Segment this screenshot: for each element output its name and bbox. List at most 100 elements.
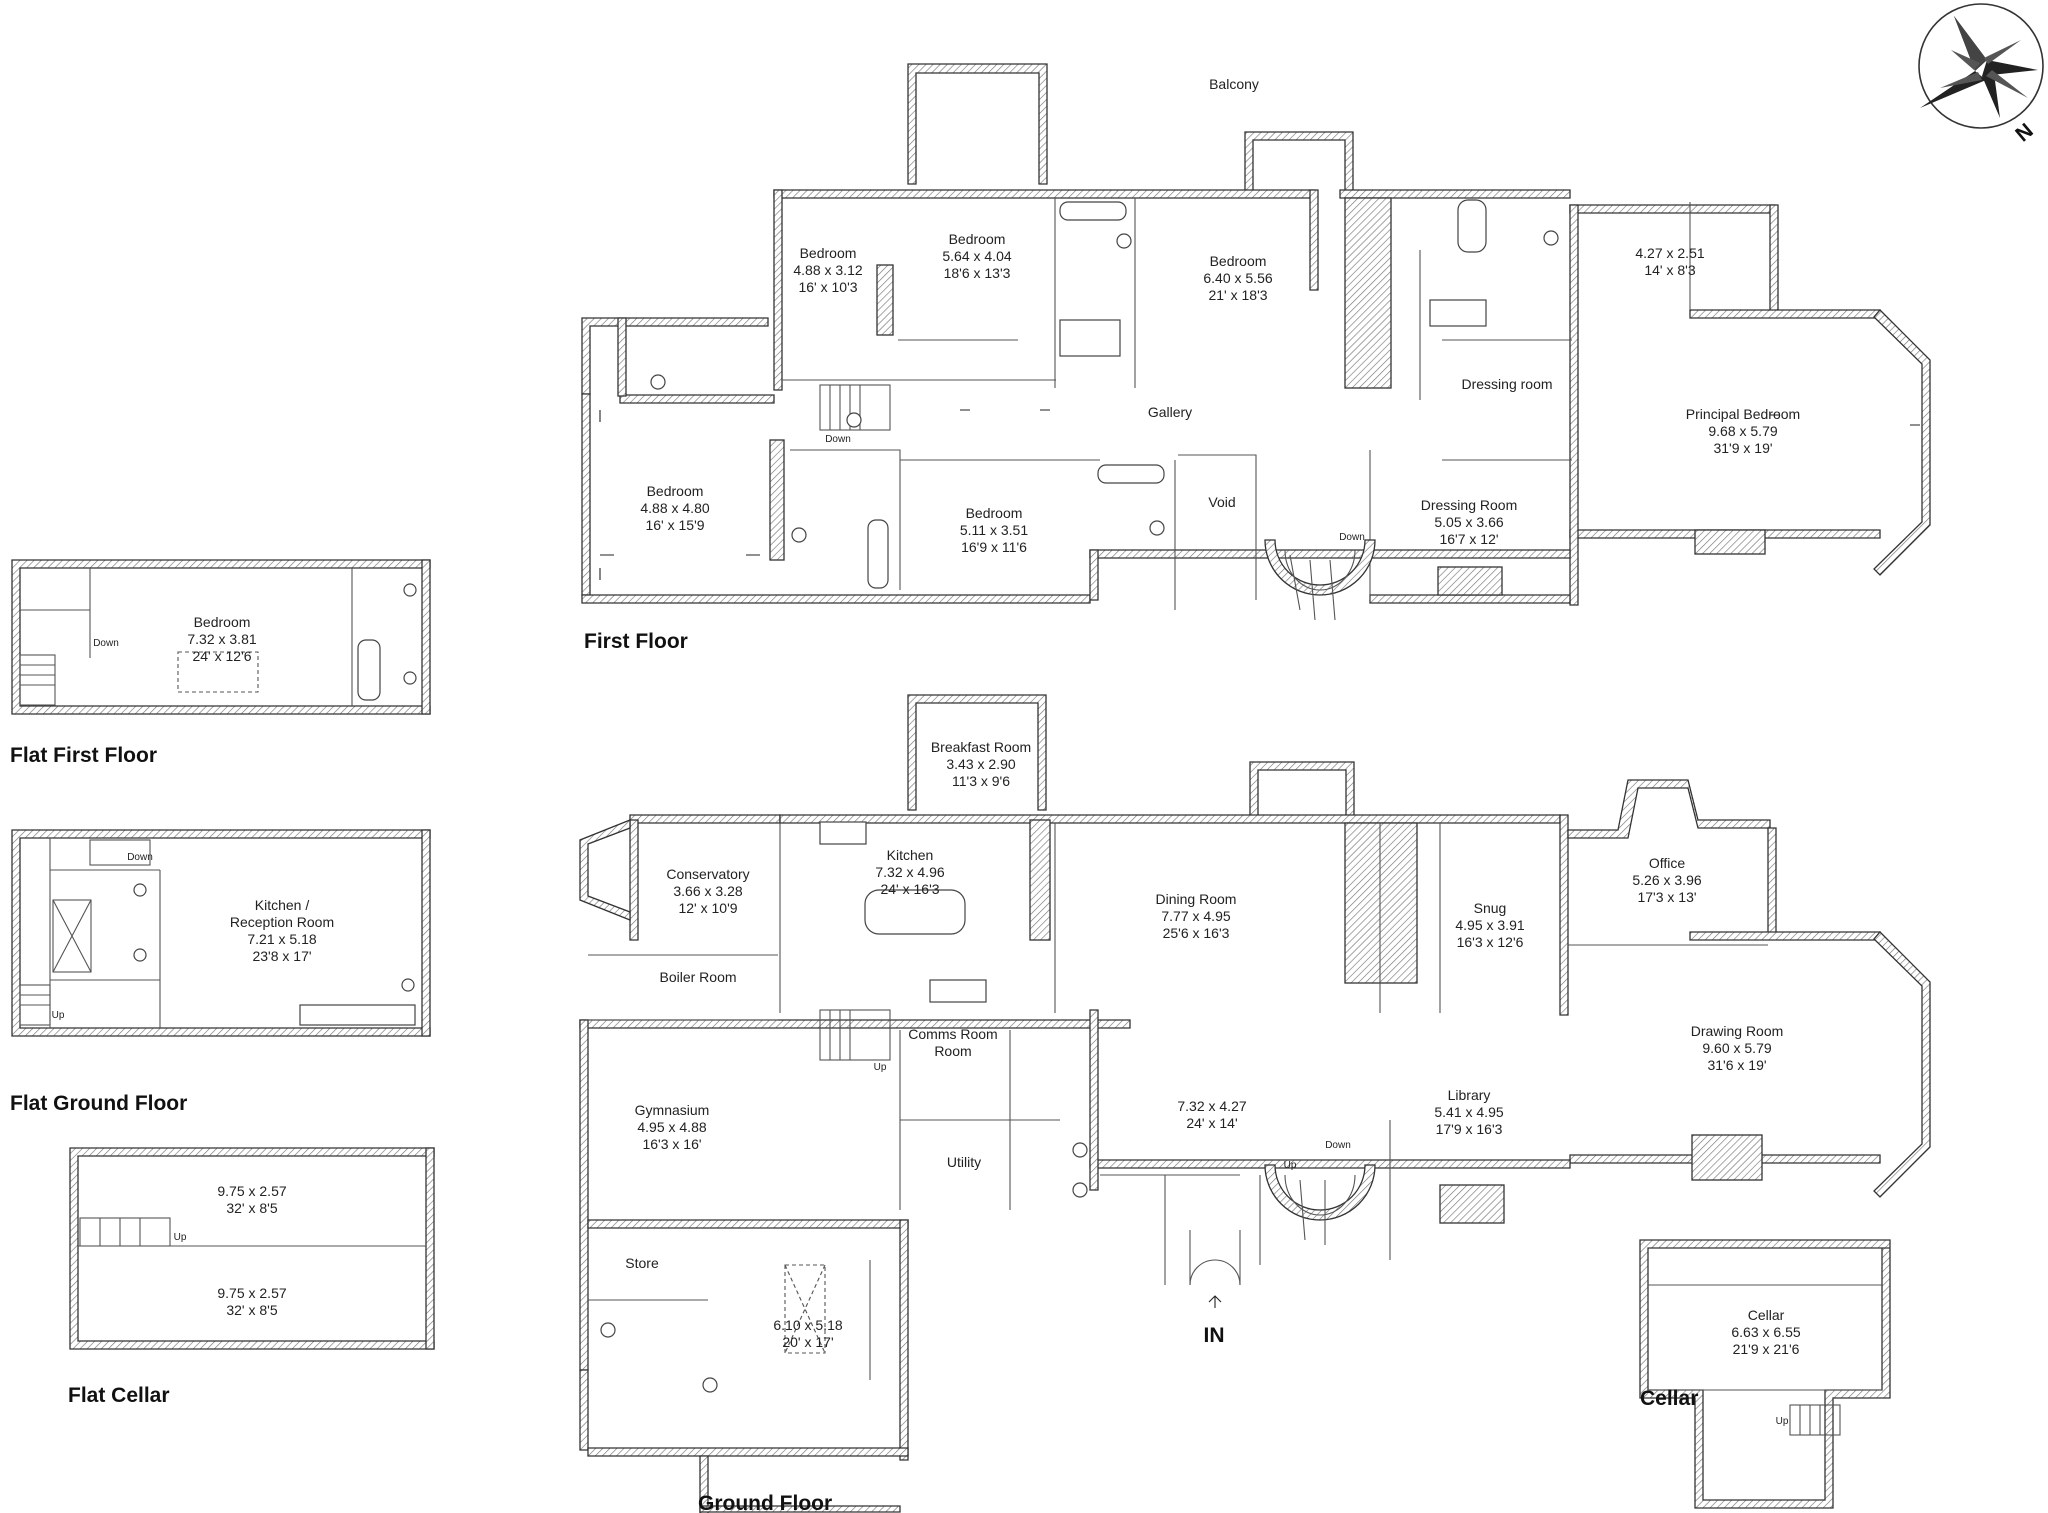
compass-rose-icon: N [1918, 3, 2044, 146]
room-garage-metric: 6.10 x 5.18 [773, 1317, 842, 1333]
flat-cellar-heading: Flat Cellar [68, 1384, 170, 1407]
flat-first-bedroom-metric: 7.32 x 3.81 [187, 631, 256, 647]
room-comms-label-2: Room [934, 1043, 971, 1059]
spiral-stair-down-note: Down [1339, 532, 1365, 543]
flat-ground-floor-plan [11, 829, 431, 1037]
room-kitchen-name: Kitchen [887, 847, 934, 863]
room-bedroom-2-imperial: 18'6 x 13'3 [944, 265, 1011, 281]
flat-cellar-room2-imperial: 32' x 8'5 [226, 1302, 277, 1318]
room-comms-label: Comms Room [908, 1026, 997, 1042]
spiral-stair-icon [1264, 1164, 1376, 1245]
room-dining-name: Dining Room [1156, 891, 1237, 907]
flat-first-bedroom-imperial: 24' x 12'6 [192, 648, 251, 664]
flat-ground-up-note: Up [52, 1010, 65, 1021]
room-conservatory-metric: 3.66 x 3.28 [673, 883, 742, 899]
spiral-stair-down-note-ground: Down [1325, 1140, 1351, 1151]
room-hall-imperial: 24' x 14' [1186, 1115, 1237, 1131]
flat-ground-room-name-2: Reception Room [230, 914, 334, 930]
room-closet-imperial: 14' x 8'3 [1644, 262, 1695, 278]
flat-first-bedroom-name: Bedroom [194, 614, 251, 630]
cellar-imperial: 21'9 x 21'6 [1733, 1341, 1800, 1357]
room-bedroom-2-name: Bedroom [949, 231, 1006, 247]
flat-cellar-room2-metric: 9.75 x 2.57 [217, 1285, 286, 1301]
flat-cellar-up-note: Up [174, 1232, 187, 1243]
flat-ground-room-imperial: 23'8 x 17' [252, 948, 311, 964]
room-gymnasium-metric: 4.95 x 4.88 [637, 1119, 706, 1135]
room-void-label: Void [1208, 494, 1235, 510]
room-bedroom-1-metric: 4.88 x 3.12 [793, 262, 862, 278]
room-principal-bedroom-imperial: 31'9 x 19' [1713, 440, 1772, 456]
room-breakfast-name: Breakfast Room [931, 739, 1031, 755]
room-gymnasium-imperial: 16'3 x 16' [642, 1136, 701, 1152]
cellar-plan [1639, 1239, 1891, 1509]
room-dressing-room-2-name: Dressing Room [1421, 497, 1517, 513]
room-library-name: Library [1448, 1087, 1491, 1103]
room-conservatory-name: Conservatory [666, 866, 749, 882]
room-library-metric: 5.41 x 4.95 [1434, 1104, 1503, 1120]
room-office-name: Office [1649, 855, 1686, 871]
room-bedroom-3-imperial: 21' x 18'3 [1208, 287, 1267, 303]
room-dressing-room-2-metric: 5.05 x 3.66 [1434, 514, 1503, 530]
room-breakfast-metric: 3.43 x 2.90 [946, 756, 1015, 772]
room-bedroom-2-metric: 5.64 x 4.04 [942, 248, 1011, 264]
room-conservatory-imperial: 12' x 10'9 [678, 900, 737, 916]
cellar-metric: 6.63 x 6.55 [1731, 1324, 1800, 1340]
first-floor-heading: First Floor [584, 630, 688, 653]
room-bedroom-5-imperial: 16'9 x 11'6 [961, 539, 1027, 555]
flat-cellar-room1-metric: 9.75 x 2.57 [217, 1183, 286, 1199]
entrance-arrow-icon [1208, 1295, 1222, 1308]
room-dressing-room-2-imperial: 16'7 x 12' [1439, 531, 1498, 547]
ground-stair-up-note: Up [874, 1062, 887, 1073]
room-balcony-label: Balcony [1209, 76, 1259, 92]
room-bedroom-4-metric: 4.88 x 4.80 [640, 500, 709, 516]
flat-cellar-plan [69, 1147, 435, 1350]
stair-down-note: Down [825, 434, 851, 445]
room-snug-metric: 4.95 x 3.91 [1455, 917, 1524, 933]
ground-floor-heading: Ground Floor [698, 1492, 832, 1513]
flat-ground-down-note: Down [127, 852, 153, 863]
room-drawing-name: Drawing Room [1691, 1023, 1784, 1039]
room-principal-bedroom-name: Principal Bedroom [1686, 406, 1800, 422]
flat-ground-floor-heading: Flat Ground Floor [10, 1092, 187, 1115]
room-dining-metric: 7.77 x 4.95 [1161, 908, 1230, 924]
flat-ground-room-name: Kitchen / [255, 897, 310, 913]
room-principal-bedroom-metric: 9.68 x 5.79 [1708, 423, 1777, 439]
spiral-stair-icon [1264, 539, 1376, 621]
room-bedroom-3-name: Bedroom [1210, 253, 1267, 269]
cellar-name: Cellar [1748, 1307, 1785, 1323]
room-kitchen-metric: 7.32 x 4.96 [875, 864, 944, 880]
room-garage-imperial: 20' x 17' [782, 1334, 833, 1350]
spiral-stair-up-note: Up [1284, 1160, 1297, 1171]
room-breakfast-imperial: 11'3 x 9'6 [952, 773, 1010, 789]
entrance-label: IN [1204, 1324, 1225, 1347]
room-utility-label: Utility [947, 1154, 981, 1170]
room-drawing-imperial: 31'6 x 19' [1707, 1057, 1766, 1073]
room-snug-name: Snug [1474, 900, 1507, 916]
room-gymnasium-name: Gymnasium [635, 1102, 710, 1118]
room-bedroom-3-metric: 6.40 x 5.56 [1203, 270, 1272, 286]
room-hall-metric: 7.32 x 4.27 [1177, 1098, 1246, 1114]
cellar-up-note: Up [1776, 1416, 1789, 1427]
room-kitchen-imperial: 24' x 16'3 [880, 881, 939, 897]
room-library-imperial: 17'9 x 16'3 [1436, 1121, 1503, 1137]
room-drawing-metric: 9.60 x 5.79 [1702, 1040, 1771, 1056]
room-bedroom-4-name: Bedroom [647, 483, 704, 499]
first-floor-plan [581, 63, 1931, 621]
room-dining-imperial: 25'6 x 16'3 [1163, 925, 1230, 941]
room-dressing-room-label: Dressing room [1461, 376, 1552, 392]
flat-first-floor-plan [11, 559, 431, 715]
room-gallery-label: Gallery [1148, 404, 1192, 420]
room-office-imperial: 17'3 x 13' [1637, 889, 1696, 905]
room-store-label: Store [625, 1255, 659, 1271]
room-bedroom-1-imperial: 16' x 10'3 [798, 279, 857, 295]
kitchen-island-icon [864, 889, 966, 935]
room-bedroom-5-metric: 5.11 x 3.51 [960, 522, 1028, 538]
cellar-heading: Cellar [1640, 1387, 1698, 1410]
room-snug-imperial: 16'3 x 12'6 [1457, 934, 1524, 950]
room-boiler-label: Boiler Room [659, 969, 736, 985]
flat-first-down-note: Down [93, 638, 119, 649]
room-closet-metric: 4.27 x 2.51 [1635, 245, 1704, 261]
flat-first-floor-heading: Flat First Floor [10, 744, 157, 767]
room-bedroom-1-name: Bedroom [800, 245, 857, 261]
